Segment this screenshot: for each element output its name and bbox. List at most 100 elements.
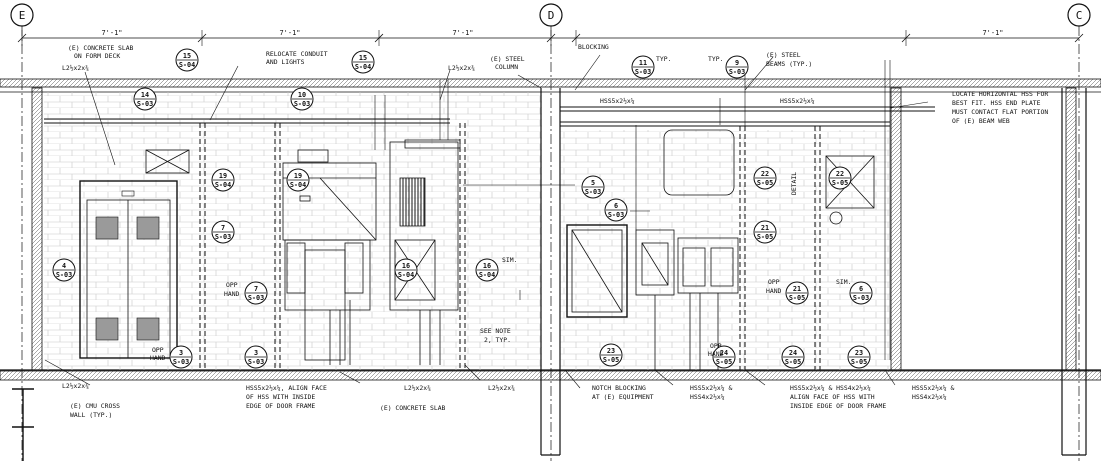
detail-callout: 16 S-04 bbox=[394, 258, 418, 282]
callout-sheet: S-03 bbox=[729, 68, 745, 76]
callout-sheet: S-03 bbox=[173, 358, 189, 366]
note-hss-align: HSS5x2½x¼, ALIGN FACE OF HSS WITH INSIDE… bbox=[246, 384, 327, 410]
detail-callout: 6 S-03 bbox=[604, 198, 628, 222]
note-hss: HSS5x2½x¼ bbox=[780, 97, 815, 105]
note-line: HSS5x2½x¼ & HSS4x2½x¼ bbox=[790, 384, 871, 392]
note-line: AND LIGHTS bbox=[266, 58, 305, 66]
callout-number: 23 bbox=[855, 349, 863, 357]
detail-callout: 11 S-03 bbox=[631, 55, 655, 79]
callout-number: 9 bbox=[735, 59, 739, 67]
note-blocking: BLOCKING bbox=[578, 43, 609, 51]
callout-number: 19 bbox=[219, 172, 227, 180]
note-line: OPP bbox=[152, 346, 164, 354]
note-hss-pair: HSS5x2½x¼ & HSS4x2½x¼ bbox=[912, 384, 954, 401]
note-line: LOCATE HORIZONTAL HSS FOR bbox=[952, 90, 1048, 98]
note-line: COLUMN bbox=[495, 63, 518, 71]
cmu-wall-left bbox=[44, 92, 542, 370]
callout-sheet: S-04 bbox=[355, 63, 371, 71]
note-line: OF HSS WITH INSIDE bbox=[246, 393, 315, 401]
callout-sheet: S-03 bbox=[248, 358, 264, 366]
grid-bubble-d: D bbox=[539, 3, 563, 27]
detail-callout: 7 S-03 bbox=[211, 220, 235, 244]
leader-lines bbox=[44, 54, 929, 389]
detail-callout: 19 S-04 bbox=[211, 168, 235, 192]
cmu-cross-walls bbox=[31, 87, 1077, 371]
callout-number: 3 bbox=[179, 349, 183, 357]
callout-sheet: S-03 bbox=[608, 211, 624, 219]
note-detail: DETAIL bbox=[790, 172, 798, 195]
detail-callout: 22 S-05 bbox=[828, 166, 852, 190]
note-sim: SIM. bbox=[502, 256, 517, 264]
callout-sheet: S-03 bbox=[853, 294, 869, 302]
callout-number: 6 bbox=[859, 285, 863, 293]
note-line: (E) CONCRETE SLAB bbox=[68, 44, 134, 52]
note-concrete-slab: (E) CONCRETE SLAB bbox=[380, 404, 446, 412]
note-line: INSIDE EDGE OF DOOR FRAME bbox=[790, 402, 886, 410]
conduits bbox=[374, 60, 891, 360]
callout-number: 5 bbox=[591, 179, 595, 187]
callout-number: 21 bbox=[761, 224, 769, 232]
grid-label-e: E bbox=[19, 9, 26, 22]
callout-sheet: S-04 bbox=[290, 181, 306, 189]
callout-sheet: S-04 bbox=[479, 271, 495, 279]
detail-callout: 10 S-03 bbox=[290, 87, 314, 111]
note-line: OF (E) BEAM WEB bbox=[952, 117, 1010, 125]
callout-number: 10 bbox=[298, 91, 306, 99]
callout-sheet: S-05 bbox=[851, 358, 867, 366]
note-line: WALL (TYP.) bbox=[70, 411, 112, 419]
detail-callout: 4 S-03 bbox=[52, 258, 76, 282]
note-line: BEST FIT. HSS END PLATE bbox=[952, 99, 1041, 107]
bottom-slab bbox=[0, 369, 1101, 381]
callout-number: 14 bbox=[141, 91, 149, 99]
note-opp-hand: OPP HAND bbox=[766, 278, 782, 295]
note-angle-top: L2½x2x¾ bbox=[62, 64, 89, 72]
callout-number: 22 bbox=[761, 170, 769, 178]
callout-number: 21 bbox=[793, 285, 801, 293]
detail-callout: 21 S-05 bbox=[753, 220, 777, 244]
note-steel-beams: (E) STEEL BEAMS (TYP.) bbox=[766, 51, 812, 68]
callout-sheet: S-05 bbox=[832, 179, 848, 187]
note-angle-bottom: L2½x2x¾ bbox=[404, 384, 431, 392]
note-line: HSS5x2½x¼, ALIGN FACE bbox=[246, 384, 327, 392]
grid-bubble-c: C bbox=[1067, 3, 1091, 27]
i-beam-bottom bbox=[12, 388, 34, 461]
callout-number: 16 bbox=[402, 262, 410, 270]
dimension-string: 7'-1" 7'-1" 7'-1" 7'-1" bbox=[17, 29, 1084, 46]
transformer bbox=[389, 139, 461, 365]
callout-number: 3 bbox=[254, 349, 258, 357]
note-line: BEAMS (TYP.) bbox=[766, 60, 812, 68]
detail-callout: 7 S-03 bbox=[244, 281, 268, 305]
grid-label-c: C bbox=[1076, 9, 1083, 22]
callout-sheet: S-04 bbox=[179, 61, 195, 69]
note-line: OPP bbox=[768, 278, 780, 286]
note-see-note: SEE NOTE 2, TYP. bbox=[480, 327, 511, 344]
note-line: SEE NOTE bbox=[480, 327, 511, 335]
note-line: HSS4x2½x¼ bbox=[912, 393, 947, 401]
note-opp-hand: OPP HAND bbox=[224, 281, 240, 298]
horizontal-hss bbox=[44, 106, 935, 127]
note-line: OPP bbox=[226, 281, 238, 289]
detail-callout: 15 S-04 bbox=[351, 50, 375, 74]
dimension-1: 7'-1" bbox=[101, 29, 122, 37]
callout-number: 16 bbox=[483, 262, 491, 270]
callout-number: 7 bbox=[254, 285, 258, 293]
detail-callout: 3 S-03 bbox=[169, 345, 193, 369]
note-notch: NOTCH BLOCKING AT (E) EQUIPMENT bbox=[592, 384, 654, 401]
callout-number: 6 bbox=[614, 202, 618, 210]
dimension-2: 7'-1" bbox=[279, 29, 300, 37]
callout-sheet: S-03 bbox=[248, 294, 264, 302]
callout-sheet: S-03 bbox=[137, 100, 153, 108]
note-line: 2, TYP. bbox=[484, 336, 511, 344]
note-line: RELOCATE CONDUIT bbox=[266, 50, 328, 58]
callout-sheet: S-05 bbox=[785, 358, 801, 366]
dimension-3: 7'-1" bbox=[452, 29, 473, 37]
callout-number: 7 bbox=[221, 224, 225, 232]
note-angle-bottom: L2½x2x¾ bbox=[62, 382, 89, 390]
note-line: AT (E) EQUIPMENT bbox=[592, 393, 654, 401]
note-line: HSS5x2½x¼ & bbox=[690, 384, 732, 392]
callout-sheet: S-04 bbox=[398, 271, 414, 279]
detail-callout: 15 S-04 bbox=[175, 48, 199, 72]
note-line: (E) STEEL bbox=[490, 55, 525, 63]
note-typ: TYP. bbox=[656, 55, 671, 63]
